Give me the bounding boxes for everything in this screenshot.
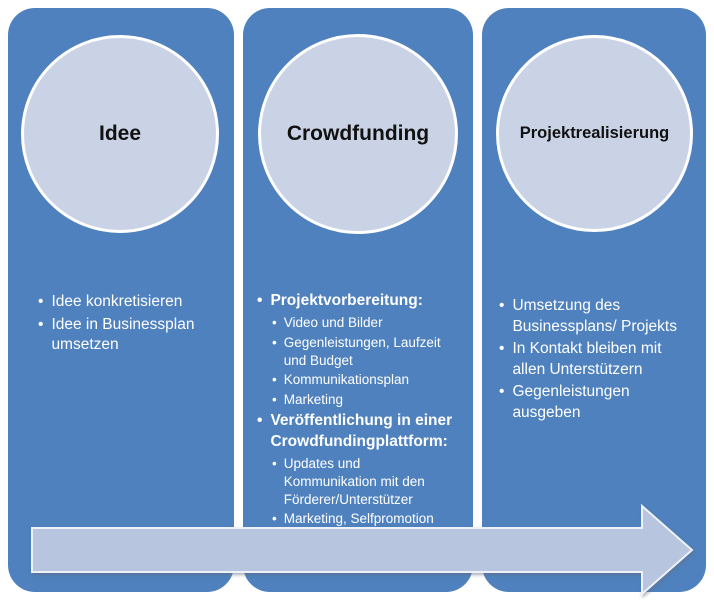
list-item: • Gegenleistungen ausgeben bbox=[499, 382, 702, 423]
list-item-text: Idee konkretisieren bbox=[51, 293, 183, 310]
list-item-text: Marketing bbox=[283, 392, 344, 408]
list-item-text: Veröffentlichung in einer Crowdfundingpl… bbox=[270, 412, 453, 450]
bullet-icon: • bbox=[272, 455, 277, 471]
list-item-text: Marketing, Selfpromotion bbox=[283, 511, 434, 527]
stage-circle-projektrealisierung: Projektrealisierung bbox=[496, 35, 693, 232]
stage-title-projektrealisierung: Projektrealisierung bbox=[519, 124, 670, 143]
bullet-icon: • bbox=[499, 297, 505, 314]
bullet-icon: • bbox=[272, 314, 277, 330]
column-idee: Idee • Idee konkretisieren • Idee in Busine… bbox=[8, 8, 234, 592]
list-item: • Video und Bilder bbox=[272, 314, 469, 332]
bullet-icon: • bbox=[272, 511, 277, 527]
list-item: • Veröffentlichung in einer Crowdfundingp… bbox=[257, 411, 469, 452]
list-item: • Kommunikationsplan bbox=[272, 371, 469, 389]
bullet-icon: • bbox=[257, 412, 263, 430]
bullet-icon: • bbox=[272, 372, 277, 388]
stage-list-idee: • Idee konkretisieren • Idee in Businesspla… bbox=[38, 292, 224, 358]
stage-list-projektrealisierung: • Umsetzung des Businessplans/ Projekts • I… bbox=[499, 296, 702, 426]
list-item-text: In Kontakt bleiben mit allen Unterstütze… bbox=[512, 340, 662, 378]
list-item: • Updates und Kommunikation mit den Förde… bbox=[272, 455, 469, 509]
bullet-icon: • bbox=[38, 315, 44, 333]
list-item: • Marketing, Selfpromotion bbox=[272, 510, 469, 528]
list-item-text: Gegenleistungen, Laufzeit und Budget bbox=[283, 334, 441, 368]
list-item: • Idee in Businessplan umsetzen bbox=[38, 315, 224, 356]
bullet-icon: • bbox=[272, 392, 277, 408]
column-crowdfunding: Crowdfunding • Projektvorbereitung: • Video… bbox=[243, 8, 473, 592]
list-item: • Umsetzung des Businessplans/ Projekts bbox=[499, 296, 702, 337]
stage-circle-idee: Idee bbox=[21, 35, 219, 233]
list-item: • Idee konkretisieren bbox=[38, 292, 224, 313]
list-item: • In Kontakt bleiben mit allen Unterstütz… bbox=[499, 339, 702, 380]
list-item-text: Kommunikationsplan bbox=[283, 372, 410, 388]
list-item-text: Umsetzung des Businessplans/ Projekts bbox=[512, 297, 677, 335]
stage-list-crowdfunding: • Projektvorbereitung: • Video und Bilder • G… bbox=[257, 291, 469, 530]
bullet-icon: • bbox=[499, 340, 505, 358]
bullet-icon: • bbox=[38, 293, 44, 310]
list-item-text: Updates und Kommunikation mit den Förder… bbox=[283, 455, 425, 507]
list-item: • Projektvorbereitung: bbox=[257, 291, 469, 312]
bullet-icon: • bbox=[272, 334, 277, 350]
list-item-text: Projektvorbereitung: bbox=[270, 292, 423, 309]
list-item-text: Gegenleistungen ausgeben bbox=[512, 383, 630, 422]
stage-title-crowdfunding: Crowdfunding bbox=[286, 122, 430, 146]
list-item: • Gegenleistungen, Laufzeit und Budget bbox=[272, 334, 469, 370]
stage-title-idee: Idee bbox=[98, 122, 142, 146]
stage-circle-crowdfunding: Crowdfunding bbox=[258, 34, 458, 234]
list-item-text: Idee in Businessplan umsetzen bbox=[51, 315, 195, 354]
bullet-icon: • bbox=[257, 292, 263, 309]
list-item-text: Video und Bilder bbox=[283, 314, 383, 330]
column-projektrealisierung: Projektrealisierung • Umsetzung des Busin… bbox=[482, 8, 706, 592]
list-item: • Marketing bbox=[272, 391, 469, 409]
bullet-icon: • bbox=[499, 383, 505, 401]
